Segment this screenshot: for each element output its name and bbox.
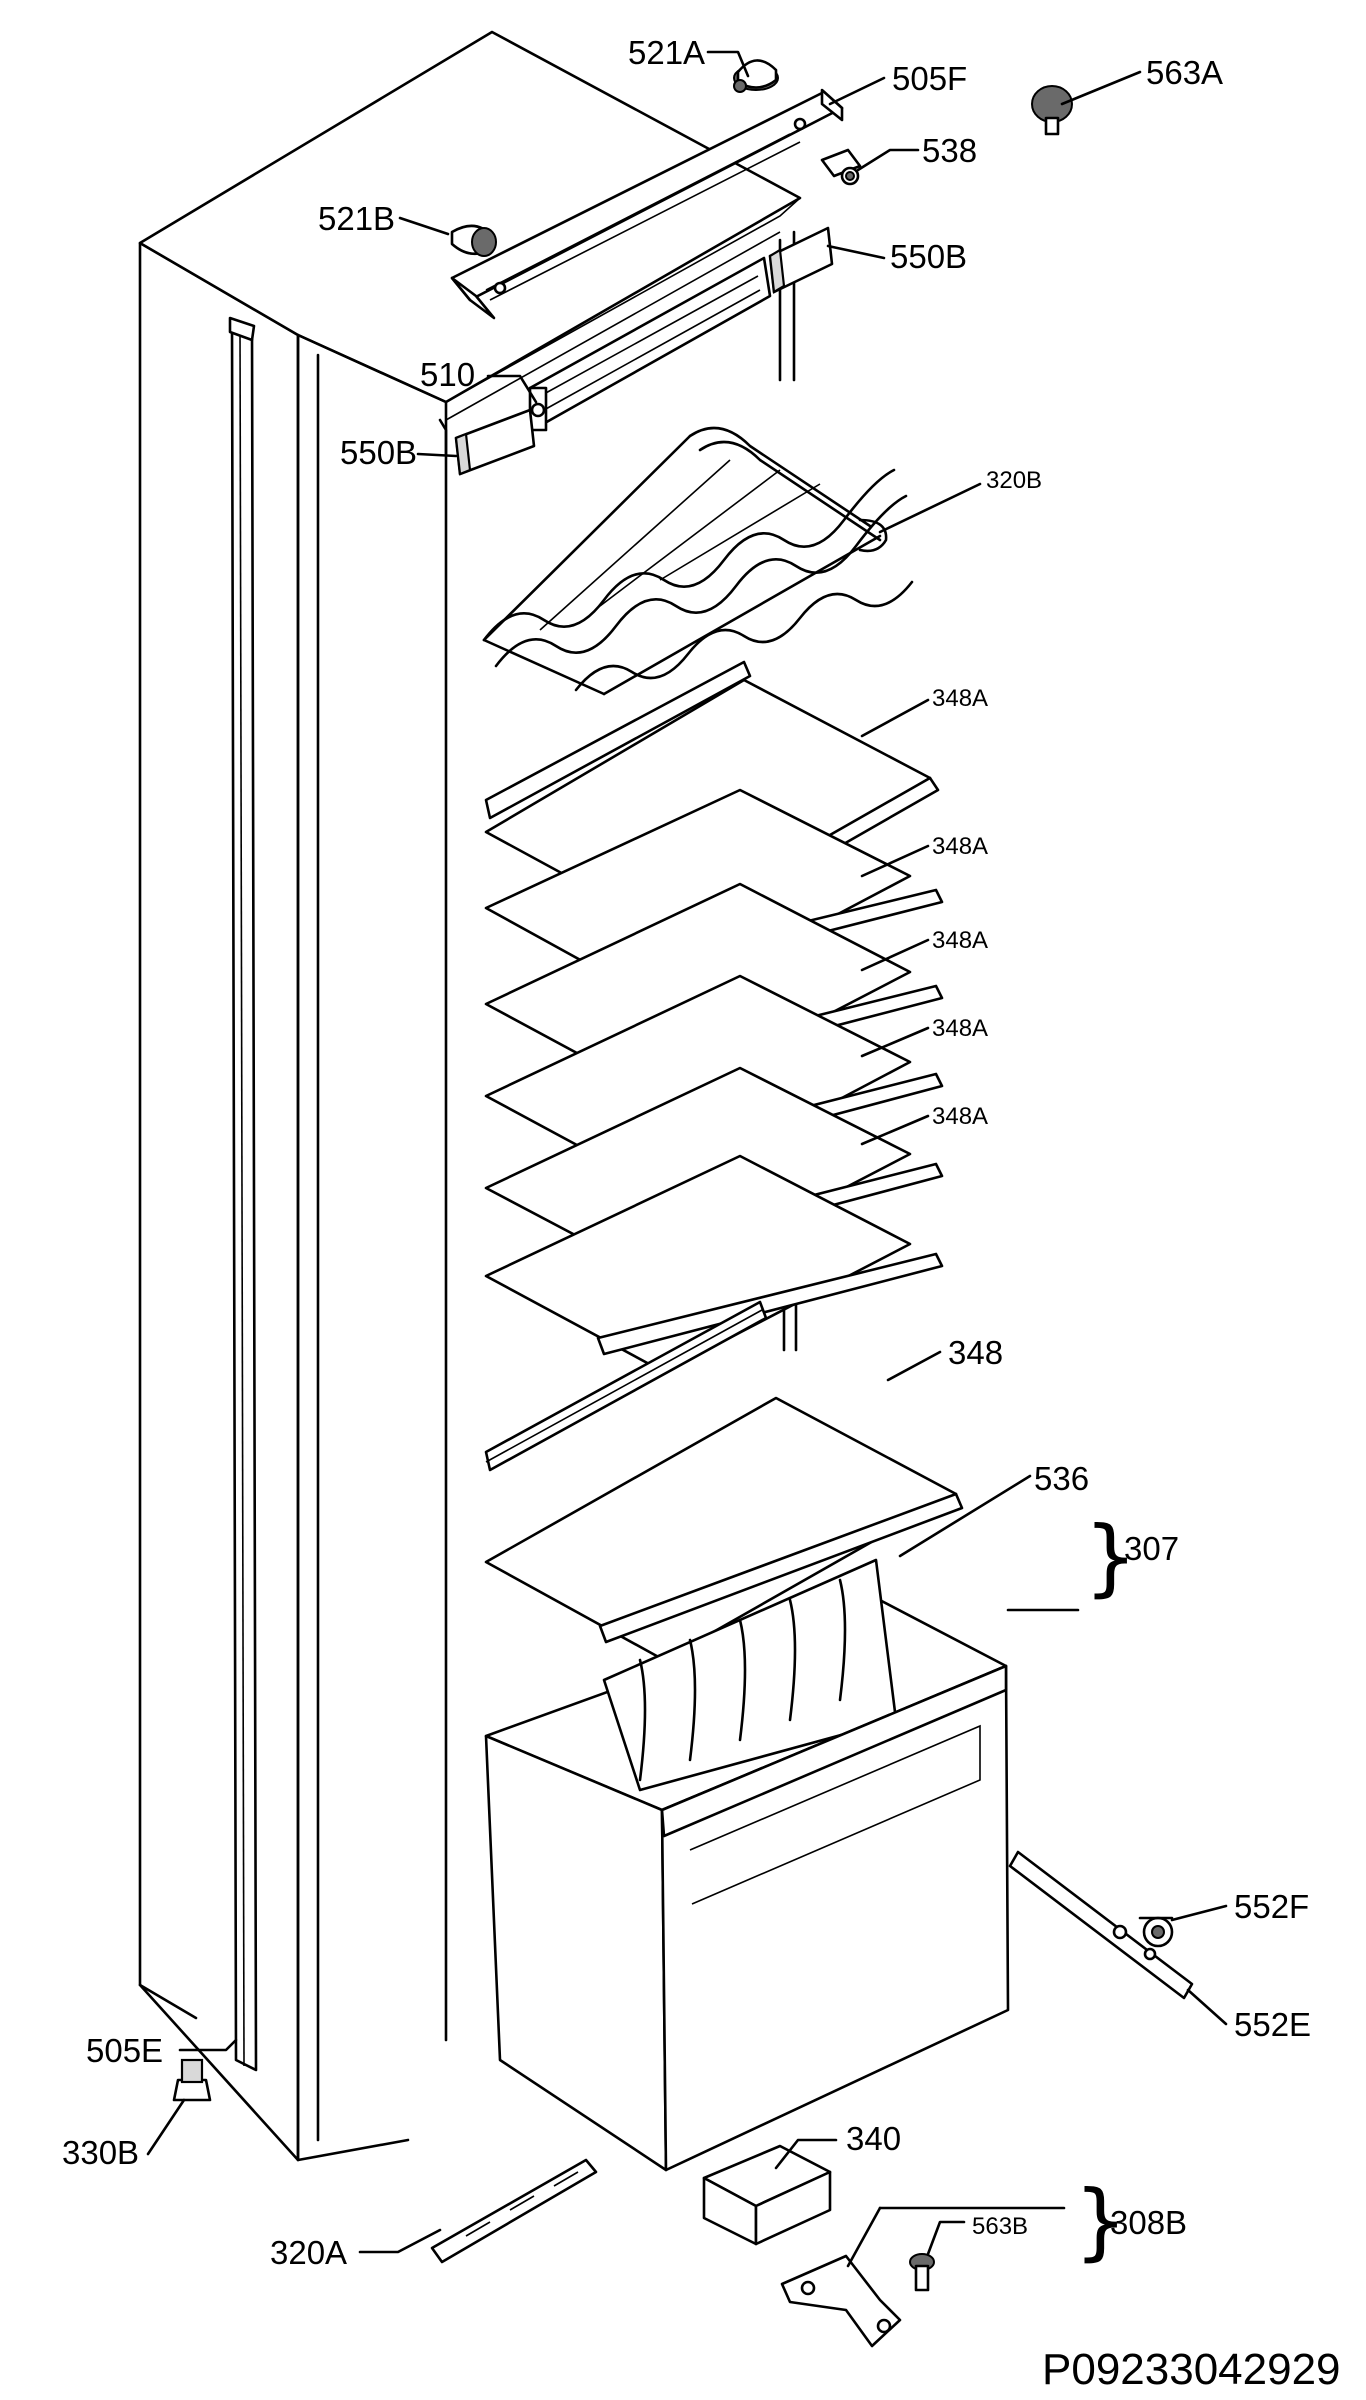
label-563a: 563A: [1146, 54, 1223, 91]
lamp-cover-550b-top: [768, 226, 834, 294]
part-labels: 521A 505F 563A 538 521B 550B 510 550B 32…: [62, 34, 1311, 2271]
drawer-307: [484, 1558, 1010, 2172]
label-320b: 320B: [986, 467, 1042, 494]
shelf-348: [484, 1300, 964, 1662]
label-505e: 505E: [86, 2032, 163, 2069]
label-550b-top: 550B: [890, 238, 967, 275]
label-510: 510: [420, 356, 475, 393]
part-538: [820, 148, 862, 186]
part-521a: [733, 59, 779, 93]
cabinet-body: [138, 30, 802, 2162]
label-521b: 521B: [318, 200, 395, 237]
part-521b: [450, 224, 497, 257]
hinge-308b: [780, 2254, 902, 2348]
lamp-cover-550b-left: [454, 408, 536, 476]
screw-563b: [909, 2253, 935, 2292]
label-552e: 552E: [1234, 2006, 1311, 2043]
label-536: 536: [1034, 1460, 1089, 1497]
label-348a-2: 348A: [932, 833, 988, 860]
label-521a: 521A: [628, 34, 705, 71]
light-panel-510: [528, 256, 772, 432]
label-330b: 330B: [62, 2134, 139, 2171]
label-340: 340: [846, 2120, 901, 2157]
part-340: [702, 2144, 832, 2246]
label-552f: 552F: [1234, 1888, 1309, 1925]
label-348: 348: [948, 1334, 1003, 1371]
top-rail-505f: [450, 88, 844, 320]
shelf-348a-extra: [484, 1154, 944, 1374]
part-563a: [1031, 85, 1073, 136]
rail-320a: [430, 2158, 598, 2264]
label-307: 307: [1124, 1530, 1179, 1567]
label-348a-4: 348A: [932, 1015, 988, 1042]
brace-307: }: [1084, 1508, 1137, 1606]
label-320a: 320A: [270, 2234, 347, 2271]
runner-552e: [1008, 1850, 1194, 2000]
door-seal-505e: [228, 316, 258, 2072]
brace-308b: }: [1074, 2172, 1127, 2270]
drawing-reference-number: P09233042929: [1042, 2345, 1341, 2394]
label-538: 538: [922, 132, 977, 169]
wine-rack-320b: [482, 426, 914, 696]
label-348a-3: 348A: [932, 927, 988, 954]
part-552f: [1138, 1916, 1174, 1948]
label-505f: 505F: [892, 60, 967, 97]
leader-lines: [146, 50, 1228, 2268]
label-348a-5: 348A: [932, 1103, 988, 1130]
label-308b: 308B: [1110, 2204, 1187, 2241]
label-563b: 563B: [972, 2213, 1028, 2240]
label-550b-left: 550B: [340, 434, 417, 471]
label-348a-1: 348A: [932, 685, 988, 712]
part-330b: [172, 2058, 212, 2102]
